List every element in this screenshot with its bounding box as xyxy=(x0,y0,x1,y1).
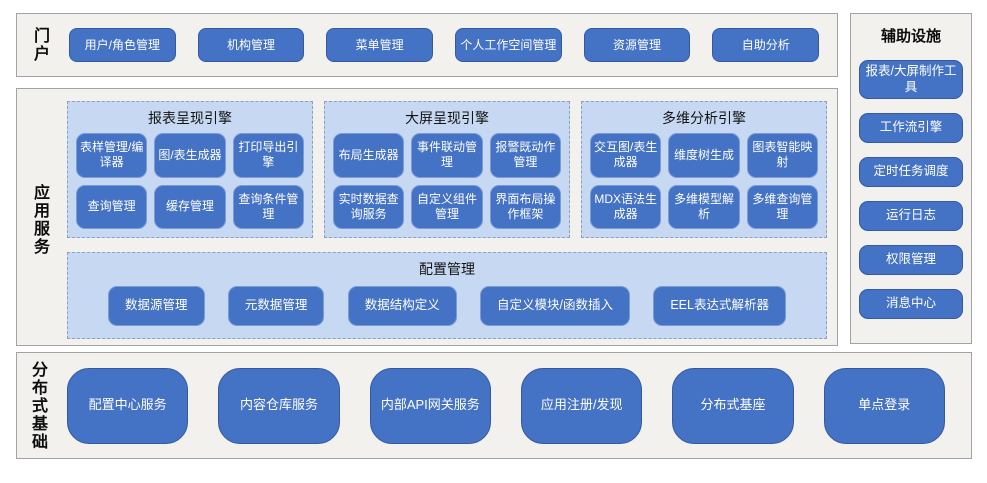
engine-node: 维度树生成 xyxy=(668,133,740,178)
aux-node-report-bigscreen-authoring-tool: 报表/大屏制作工具 xyxy=(859,60,963,100)
config-node-metadata-mgmt: 元数据管理 xyxy=(227,286,325,327)
engine-grid: 布局生成器 事件联动管理 报警既动作管理 实时数据查询服务 自定义组件管理 界面… xyxy=(333,133,561,230)
aux-node-run-log: 运行日志 xyxy=(859,201,963,232)
portal-node-self-service-analysis: 自助分析 xyxy=(712,28,820,62)
foundation-node-content-repo-service: 内容仓库服务 xyxy=(218,367,340,444)
portal-label: 门户 xyxy=(31,27,48,63)
engine-node: 表样管理/编译器 xyxy=(76,133,148,178)
engine-node: 打印导出引擎 xyxy=(232,133,304,178)
engine-node: 多维模型解析 xyxy=(668,184,740,230)
foundation-node-config-center-service: 配置中心服务 xyxy=(67,367,189,444)
engine-node: 布局生成器 xyxy=(333,133,405,178)
foundation-section: 分布式基础 配置中心服务 内容仓库服务 内部API网关服务 应用注册/发现 分布… xyxy=(16,352,972,459)
foundation-label: 分布式基础 xyxy=(29,360,46,451)
engine-node: 图/表生成器 xyxy=(154,133,226,178)
engine-node: 交互图/表生成器 xyxy=(590,133,662,178)
engine-node: MDX语法生成器 xyxy=(590,184,662,230)
group-title: 多维分析引擎 xyxy=(662,110,746,126)
engine-node: 事件联动管理 xyxy=(411,133,483,178)
group-olap-engine: 多维分析引擎 交互图/表生成器 维度树生成 图表智能映射 MDX语法生成器 多维… xyxy=(581,101,827,239)
group-report-engine: 报表呈现引擎 表样管理/编译器 图/表生成器 打印导出引擎 查询管理 缓存管理 … xyxy=(67,101,313,239)
engine-node: 界面布局操作框架 xyxy=(489,184,561,230)
foundation-node-single-sign-on: 单点登录 xyxy=(823,367,945,444)
aux-node-scheduled-task: 定时任务调度 xyxy=(859,157,963,188)
aux-node-permission-mgmt: 权限管理 xyxy=(859,245,963,276)
config-node-eel-expression-parser: EEL表达式解析器 xyxy=(653,286,786,327)
config-node-custom-module-function-insert: 自定义模块/函数插入 xyxy=(480,286,631,327)
portal-node-resource-mgmt: 资源管理 xyxy=(583,28,691,62)
group-title: 报表呈现引擎 xyxy=(148,110,232,126)
engine-node: 报警既动作管理 xyxy=(489,133,561,178)
foundation-row: 配置中心服务 内容仓库服务 内部API网关服务 应用注册/发现 分布式基座 单点… xyxy=(67,367,945,444)
group-title: 配置管理 xyxy=(419,261,475,278)
app-services-content: 报表呈现引擎 表样管理/编译器 图/表生成器 打印导出引擎 查询管理 缓存管理 … xyxy=(67,101,827,339)
portal-node-menu-mgmt: 菜单管理 xyxy=(326,28,434,62)
portal-section: 门户 用户/角色管理 机构管理 菜单管理 个人工作空间管理 资源管理 自助分析 xyxy=(16,13,838,77)
foundation-node-distributed-base: 分布式基座 xyxy=(672,367,794,444)
app-services-label: 应用服务 xyxy=(31,184,48,256)
group-bigscreen-engine: 大屏呈现引擎 布局生成器 事件联动管理 报警既动作管理 实时数据查询服务 自定义… xyxy=(324,101,570,239)
engine-node: 图表智能映射 xyxy=(746,133,818,178)
foundation-node-app-register-discovery: 应用注册/发现 xyxy=(520,367,643,444)
portal-node-personal-workspace-mgmt: 个人工作空间管理 xyxy=(455,28,562,62)
config-row: 数据源管理 元数据管理 数据结构定义 自定义模块/函数插入 EEL表达式解析器 xyxy=(78,284,816,328)
app-services-section: 应用服务 报表呈现引擎 表样管理/编译器 图/表生成器 打印导出引擎 查询管理 … xyxy=(16,88,838,346)
group-title: 大屏呈现引擎 xyxy=(405,110,489,126)
engine-node: 自定义组件管理 xyxy=(411,184,483,230)
aux-node-workflow-engine: 工作流引擎 xyxy=(859,113,963,144)
portal-row: 用户/角色管理 机构管理 菜单管理 个人工作空间管理 资源管理 自助分析 xyxy=(69,28,820,62)
engine-grid: 表样管理/编译器 图/表生成器 打印导出引擎 查询管理 缓存管理 查询条件管理 xyxy=(76,133,304,230)
engine-node: 查询管理 xyxy=(76,184,148,230)
engine-node: 缓存管理 xyxy=(154,184,226,230)
config-node-datasource-mgmt: 数据源管理 xyxy=(108,286,205,327)
auxiliary-title: 辅助设施 xyxy=(880,28,941,45)
config-node-data-structure-definition: 数据结构定义 xyxy=(347,286,457,327)
aux-node-message-center: 消息中心 xyxy=(859,289,963,320)
group-config-mgmt: 配置管理 数据源管理 元数据管理 数据结构定义 自定义模块/函数插入 EEL表达… xyxy=(67,252,827,339)
engine-node: 查询条件管理 xyxy=(232,184,304,230)
engine-node: 实时数据查询服务 xyxy=(333,184,405,230)
auxiliary-panel: 辅助设施 报表/大屏制作工具 工作流引擎 定时任务调度 运行日志 权限管理 消息… xyxy=(850,13,972,344)
portal-node-org-mgmt: 机构管理 xyxy=(197,28,305,62)
engine-groups: 报表呈现引擎 表样管理/编译器 图/表生成器 打印导出引擎 查询管理 缓存管理 … xyxy=(67,101,827,239)
foundation-node-internal-api-gateway: 内部API网关服务 xyxy=(369,367,491,444)
engine-node: 多维查询管理 xyxy=(746,184,818,230)
engine-grid: 交互图/表生成器 维度树生成 图表智能映射 MDX语法生成器 多维模型解析 多维… xyxy=(590,133,818,230)
portal-node-user-role-mgmt: 用户/角色管理 xyxy=(69,28,176,62)
